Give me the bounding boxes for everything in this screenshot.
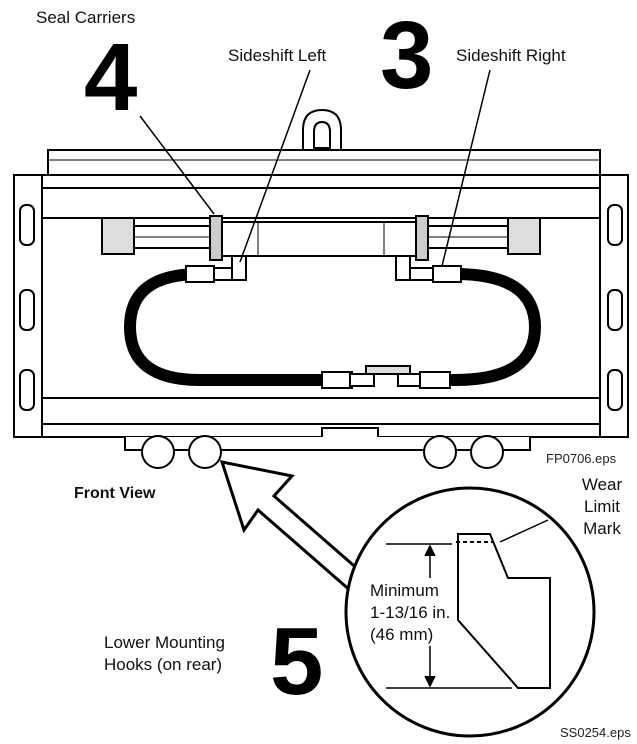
front-view-label: Front View	[74, 485, 156, 502]
seal-carriers-label: Seal Carriers	[36, 8, 136, 27]
callout-5: 5	[270, 608, 324, 715]
carriage-top-bar	[47, 149, 601, 176]
minimum-line-2: 1-13/16 in.	[370, 603, 451, 622]
wear-limit-mark-label: Wear Limit Mark	[572, 474, 632, 540]
file-ref-front: FP0706.eps	[546, 452, 617, 466]
callout-4: 4	[84, 24, 138, 131]
wear-limit-line-3: Mark	[583, 519, 621, 538]
detail-arrow	[219, 460, 371, 594]
leader-lines	[139, 69, 491, 267]
wear-limit-line-2: Limit	[584, 497, 620, 516]
sideshift-left-label: Sideshift Left	[228, 46, 327, 65]
lower-hooks-line-1: Lower Mounting	[104, 633, 225, 652]
file-ref-detail: SS0254.eps	[560, 725, 631, 740]
dimension-lines	[386, 519, 549, 689]
minimum-dimension-label: Minimum 1-13/16 in. (46 mm)	[370, 580, 451, 646]
lower-hooks	[124, 427, 531, 469]
lower-hooks-line-2: Hooks (on rear)	[104, 655, 223, 674]
minimum-line-1: Minimum	[370, 581, 439, 600]
hose-fittings	[185, 255, 462, 389]
hydraulic-hose	[123, 268, 542, 386]
lower-mounting-hooks-label: Lower Mounting Hooks (on rear)	[104, 632, 225, 676]
minimum-line-3: (46 mm)	[370, 625, 434, 644]
sideshift-right-label: Sideshift Right	[456, 46, 566, 65]
callout-3: 3	[380, 2, 434, 109]
wear-limit-line-1: Wear	[581, 475, 623, 494]
lifting-eye	[302, 108, 342, 151]
